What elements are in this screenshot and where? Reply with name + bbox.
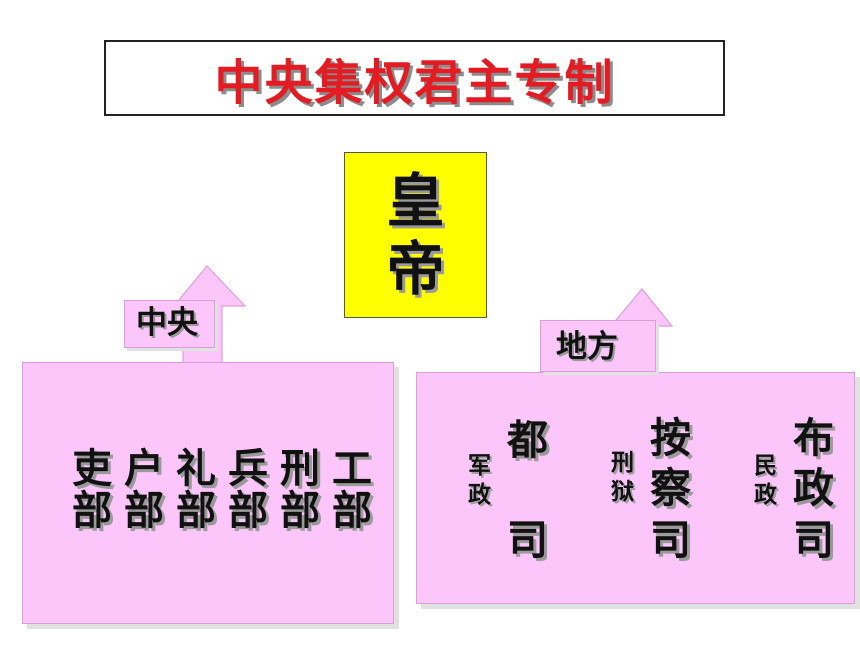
ministry-list: 吏 部 户 部 礼 部 兵 部 刑 部 工 部: [72, 448, 372, 532]
emperor-char-1: 皇: [386, 167, 445, 235]
office-dusi-duty-1: 军: [468, 453, 491, 479]
diagram-title: 中央集权君主专制: [214, 55, 615, 111]
central-label-box: [124, 300, 215, 348]
emperor-box: 皇 帝: [344, 152, 487, 318]
ministry-justice: 刑 部: [280, 446, 320, 534]
local-label-box: [540, 320, 656, 372]
ministry-revenue: 户 部: [124, 446, 164, 534]
central-label: 中央: [136, 305, 198, 341]
office-dusi-char-1: 都: [507, 416, 548, 464]
title-box: 中央集权君主专制: [104, 40, 725, 116]
office-buzhengsi-duty-1: 民: [754, 453, 777, 479]
ministry-works: 工 部: [332, 446, 372, 534]
ministry-rites: 礼 部: [176, 446, 216, 534]
office-anchasi-char-3: 司: [650, 516, 691, 564]
office-dusi-duty-2: 政: [468, 482, 491, 508]
office-buzhengsi-char-3: 司: [793, 516, 834, 564]
ministry-personnel: 吏 部: [72, 446, 112, 534]
local-box: [416, 372, 855, 604]
office-buzhengsi-char-2: 政: [793, 464, 834, 512]
emperor-char-2: 帝: [386, 235, 445, 303]
local-label: 地方: [556, 329, 618, 365]
office-anchasi-char-2: 察: [650, 464, 691, 512]
office-buzhengsi-char-1: 布: [793, 414, 834, 462]
ministry-war: 兵 部: [228, 446, 268, 534]
office-dusi-char-2: 司: [507, 516, 548, 564]
office-anchasi-char-1: 按: [650, 414, 691, 462]
central-box: [22, 362, 394, 624]
office-anchasi-duty-2: 狱: [611, 479, 634, 505]
office-buzhengsi-duty-2: 政: [754, 482, 777, 508]
office-anchasi-duty-1: 刑: [611, 450, 634, 476]
